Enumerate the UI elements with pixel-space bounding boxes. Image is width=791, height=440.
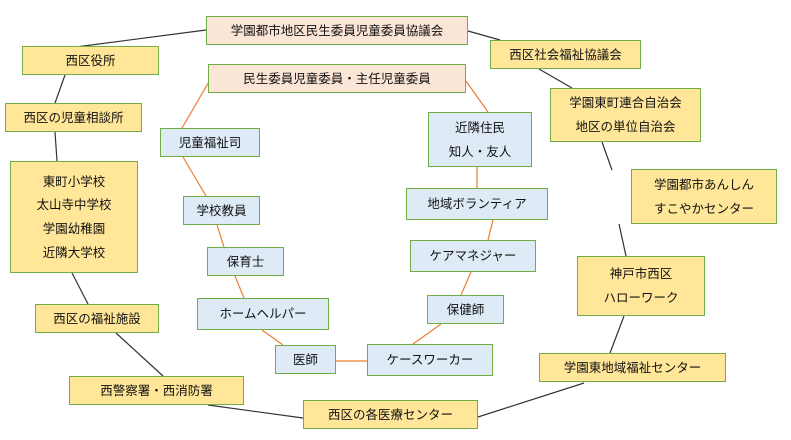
- node-label-line: 近隣大学校: [42, 244, 106, 260]
- node-label-line: 神戸市西区: [609, 266, 673, 282]
- outer-connector-line: [609, 315, 625, 354]
- inner-connector-line: [460, 271, 472, 296]
- police-fire-box: 西警察署・西消防署: [69, 376, 244, 405]
- node-label-line: 東町小学校: [42, 173, 106, 189]
- neighbors-box: 近隣住民知人・友人: [428, 112, 532, 167]
- volunteer-box: 地域ボランティア: [406, 188, 548, 220]
- inner-connector-line: [412, 323, 442, 345]
- node-label-line: 児童福祉司: [178, 134, 242, 150]
- welfare-commissioner-box: 民生委員児童委員・主任児童委員: [208, 64, 466, 93]
- node-label-line: ケアマネジャー: [429, 248, 517, 264]
- node-label-line: 地域ボランティア: [427, 196, 527, 212]
- inner-connector-line: [181, 79, 211, 129]
- node-label-line: 学園幼稚園: [42, 221, 106, 236]
- child-guidance-box: 西区の児童相談所: [5, 103, 142, 132]
- outer-connector-line: [618, 223, 627, 257]
- outer-connector-line: [477, 382, 585, 418]
- outer-connector-line: [54, 74, 66, 104]
- nursery-teacher-box: 保育士: [207, 247, 284, 276]
- outer-connector-line: [207, 404, 304, 419]
- node-label-line: ホームヘルパー: [219, 306, 307, 322]
- node-label-line: 学園都市地区民生委員児童委員協議会: [230, 22, 444, 38]
- council-box: 学園都市地区民生委員児童委員協議会: [206, 16, 468, 45]
- node-label-line: 西区の児童相談所: [23, 109, 124, 125]
- node-label-line: 地区の単位自治会: [575, 119, 676, 134]
- node-label-line: 学園東地域福祉センター: [563, 359, 702, 375]
- outer-connector-line: [467, 30, 501, 41]
- node-label-line: 学園東町連合自治会: [569, 95, 682, 111]
- doctor-box: 医師: [275, 345, 336, 374]
- node-label-line: 太山寺中学校: [36, 197, 112, 213]
- anshin-center-box: 学園都市あんしんすこやかセンター: [631, 169, 777, 224]
- node-label-line: 保育士: [226, 253, 265, 269]
- inner-connector-line: [261, 329, 284, 346]
- outer-connector-line: [115, 332, 164, 377]
- node-label-line: 西区の各医療センター: [327, 406, 453, 422]
- child-welfare-officer-box: 児童福祉司: [160, 128, 260, 157]
- care-manager-box: ケアマネジャー: [410, 240, 536, 272]
- outer-connector-line: [75, 29, 207, 48]
- node-label-line: ハローワーク: [603, 290, 679, 305]
- social-welfare-council-box: 西区社会福祉協議会: [490, 40, 641, 69]
- node-label-line: 西区役所: [65, 52, 116, 68]
- outer-connector-line: [538, 68, 573, 89]
- node-label-line: 西区の福祉施設: [53, 310, 141, 326]
- schools-box: 東町小学校太山寺中学校学園幼稚園近隣大学校: [10, 161, 138, 273]
- node-label-line: 学園都市あんしん: [653, 176, 754, 192]
- node-label-line: 知人・友人: [448, 143, 512, 159]
- inner-connector-line: [182, 156, 207, 197]
- outer-connector-line: [601, 141, 613, 171]
- public-health-nurse-box: 保健師: [427, 295, 504, 324]
- node-label-line: 学校教員: [196, 202, 247, 218]
- node-label-line: 西区社会福祉協議会: [509, 46, 622, 62]
- home-helper-box: ホームヘルパー: [197, 298, 329, 330]
- node-label-line: すこやかセンター: [653, 200, 754, 216]
- inner-connector-line: [465, 80, 489, 113]
- node-label-line: ケースワーカー: [386, 352, 474, 368]
- outer-connector-line: [71, 272, 89, 305]
- medical-centers-box: 西区の各医療センター: [303, 400, 478, 429]
- node-label-line: 西警察署・西消防署: [100, 382, 213, 398]
- inner-connector-line: [487, 219, 494, 241]
- ward-office-box: 西区役所: [22, 46, 159, 75]
- welfare-center-box: 学園東地域福祉センター: [539, 353, 726, 382]
- node-label-line: 近隣住民: [454, 119, 505, 135]
- neighborhood-assoc-box: 学園東町連合自治会地区の単位自治会: [550, 88, 701, 142]
- hello-work-box: 神戸市西区ハローワーク: [577, 256, 705, 316]
- caseworker-box: ケースワーカー: [367, 344, 493, 376]
- outer-connector-line: [54, 131, 58, 162]
- school-teacher-box: 学校教員: [183, 196, 260, 225]
- inner-connector-line: [234, 275, 245, 299]
- node-label-line: 民生委員児童委員・主任児童委員: [243, 70, 431, 86]
- node-label-line: 保健師: [446, 301, 485, 317]
- node-label-line: 医師: [292, 351, 318, 367]
- welfare-facilities-box: 西区の福祉施設: [35, 304, 159, 333]
- inner-connector-line: [216, 224, 225, 248]
